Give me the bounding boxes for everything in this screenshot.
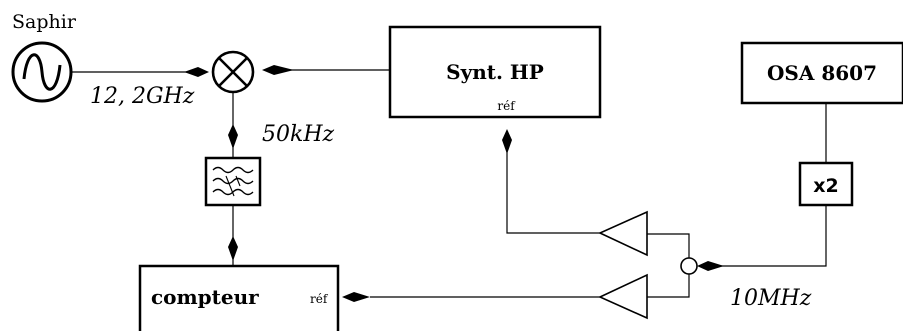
osa-box: OSA 8607: [740, 41, 903, 105]
arrow-into-splitter: [697, 261, 724, 271]
arrow-into-mixer-left: [184, 67, 209, 77]
mixer-icon: [211, 50, 255, 94]
counter-title: compteur: [151, 285, 259, 309]
splitter-node: [680, 257, 698, 275]
wire-amp-synth: [506, 133, 600, 234]
synth-title: Synt. HP: [446, 60, 544, 84]
counter-box: compteur réf: [138, 264, 340, 331]
filter-icon: [204, 156, 262, 207]
wire-splitter-upper: [647, 233, 690, 258]
arrow-into-synth-ref: [502, 129, 512, 154]
osa-title: OSA 8607: [767, 61, 877, 85]
oscillator-icon: [11, 41, 73, 103]
doubler-label: x2: [813, 175, 838, 197]
reference-frequency: 10MHz: [730, 286, 812, 311]
wire-splitter-lower: [647, 274, 690, 298]
wire-doubler-splitter: [704, 205, 827, 267]
synth-box: Synt. HP réf: [388, 25, 602, 119]
counter-ref-label: réf: [310, 292, 329, 306]
arrow-filter-down: [228, 236, 238, 261]
source-label: Saphir: [12, 11, 77, 33]
mixer-output-frequency: 50kHz: [262, 122, 335, 147]
lower-amplifier-icon: [598, 273, 648, 320]
doubler-box: x2: [798, 161, 854, 207]
arrow-into-mixer-right: [262, 65, 294, 75]
upper-amplifier-icon: [598, 210, 648, 257]
source-frequency: 12, 2GHz: [90, 84, 195, 109]
arrow-into-counter-ref: [342, 292, 370, 302]
arrow-mixer-down: [228, 124, 238, 149]
synth-ref-label: réf: [497, 99, 516, 113]
